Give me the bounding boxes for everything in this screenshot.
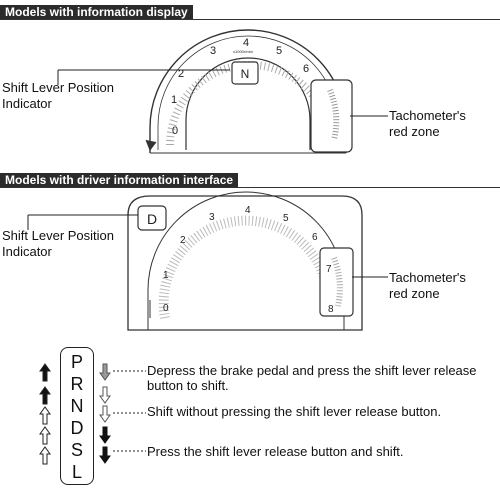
right-arrows	[99, 363, 111, 464]
caption-press-release: Press the shift lever release button and…	[147, 444, 404, 459]
gauge-2-number-4: 4	[245, 205, 251, 216]
lever-position-d: D	[70, 418, 84, 438]
section-divider	[0, 187, 500, 188]
gray-down-arrow-icon	[99, 363, 111, 381]
gauge-2-number-5: 5	[283, 213, 289, 224]
outline-up-arrow-icon	[39, 426, 51, 445]
section-divider	[0, 19, 500, 20]
gauge-1-number-0: 0	[172, 125, 178, 137]
caption-shift-without-release: Shift without pressing the shift lever r…	[147, 404, 442, 419]
outline-down-arrow-icon	[99, 386, 111, 404]
filled-up-arrow-icon	[39, 363, 51, 382]
gauge-1-number-2: 2	[178, 68, 184, 80]
red-zone-box-1	[310, 79, 353, 153]
shift-lever-diagram: P R N D S L	[60, 347, 94, 485]
gauge-1-number-4: 4	[243, 37, 249, 49]
section-header-driver-interface: Models with driver information interface	[0, 173, 239, 187]
lever-position-n: N	[70, 396, 84, 416]
gauge-1-number-3: 3	[210, 45, 216, 57]
gauge-2-number-2: 2	[180, 235, 186, 246]
shift-indicator-box-1	[231, 61, 259, 85]
lever-position-l: L	[71, 462, 82, 482]
outline-down-arrow-icon	[99, 405, 111, 423]
red-zone-2-number-8: 8	[328, 304, 334, 315]
gauge-1-number-1: 1	[171, 94, 177, 106]
caption-brake-and-release: Depress the brake pedal and press the sh…	[147, 363, 477, 393]
outline-up-arrow-icon	[39, 446, 51, 465]
shift-indicator-1: N	[241, 67, 250, 81]
outline-up-arrow-icon	[39, 406, 51, 425]
shift-lever-indicator-label-2: Shift Lever Position Indicator	[2, 228, 115, 259]
red-zone-2-number-7: 7	[326, 264, 332, 275]
filled-down-arrow-icon	[99, 426, 111, 444]
filled-up-arrow-icon	[39, 386, 51, 405]
red-zone-box-2	[319, 247, 354, 317]
shift-indicator-2: D	[147, 211, 157, 227]
tachometer-red-zone-label-2: Tachometer's red zone	[389, 270, 466, 301]
shift-indicator-box-2	[137, 205, 167, 231]
filled-down-arrow-icon	[99, 446, 111, 464]
section-header-information-display: Models with information display	[0, 5, 193, 19]
gauge-2-numbers: 0 1 2 3 4 5 6 7 8	[163, 205, 332, 315]
gauge-2-number-3: 3	[209, 212, 215, 223]
shift-lever-indicator-label-1: Shift Lever Position Indicator	[2, 80, 115, 111]
left-arrows	[39, 363, 51, 465]
gauge-1-number-6: 6	[303, 63, 309, 75]
lever-position-r: R	[70, 374, 84, 394]
gauge-2-number-0: 0	[163, 303, 169, 314]
tachometer-red-zone-label-1: Tachometer's red zone	[389, 108, 466, 139]
lever-position-p: P	[70, 352, 83, 372]
gauge-2-number-6: 6	[312, 232, 318, 243]
gauge-1-number-5: 5	[276, 45, 282, 57]
gauge-1-unit: x1000r/min	[233, 49, 253, 54]
gauge-1-numbers: 0 1 2 3 4 5 6 7 8 x1000r/min	[171, 37, 320, 137]
gauge-2-number-1: 1	[163, 270, 169, 281]
lever-position-s: S	[70, 440, 83, 460]
